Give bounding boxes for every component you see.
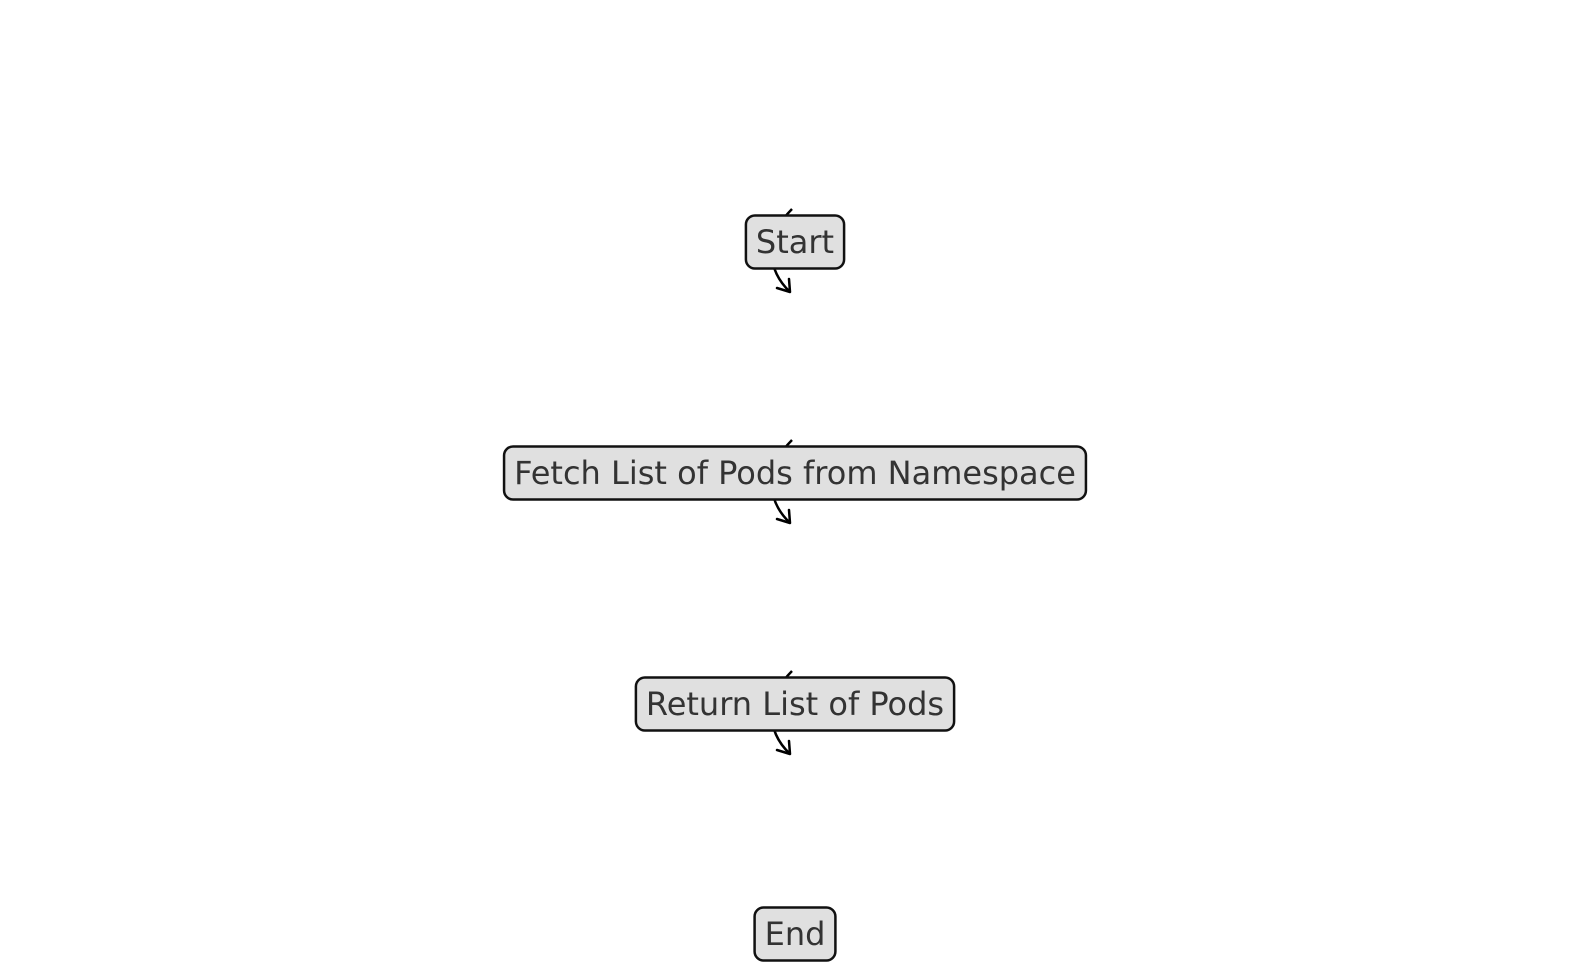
node-end: End (753, 906, 837, 962)
node-label: End (765, 915, 826, 953)
node-box (634, 676, 956, 732)
node-box (502, 445, 1088, 501)
arrowhead-icon (775, 508, 792, 525)
arrowhead-icon (775, 739, 792, 756)
node-label: Fetch List of Pods from Namespace (514, 454, 1076, 492)
arrowhead-icon (775, 277, 792, 294)
node-label: Return List of Pods (646, 685, 944, 723)
node-start: Start (744, 214, 846, 270)
node-box (753, 906, 837, 962)
node-box (744, 214, 846, 270)
node-label: Start (756, 223, 834, 261)
node-return: Return List of Pods (634, 676, 956, 732)
node-fetch: Fetch List of Pods from Namespace (502, 445, 1088, 501)
